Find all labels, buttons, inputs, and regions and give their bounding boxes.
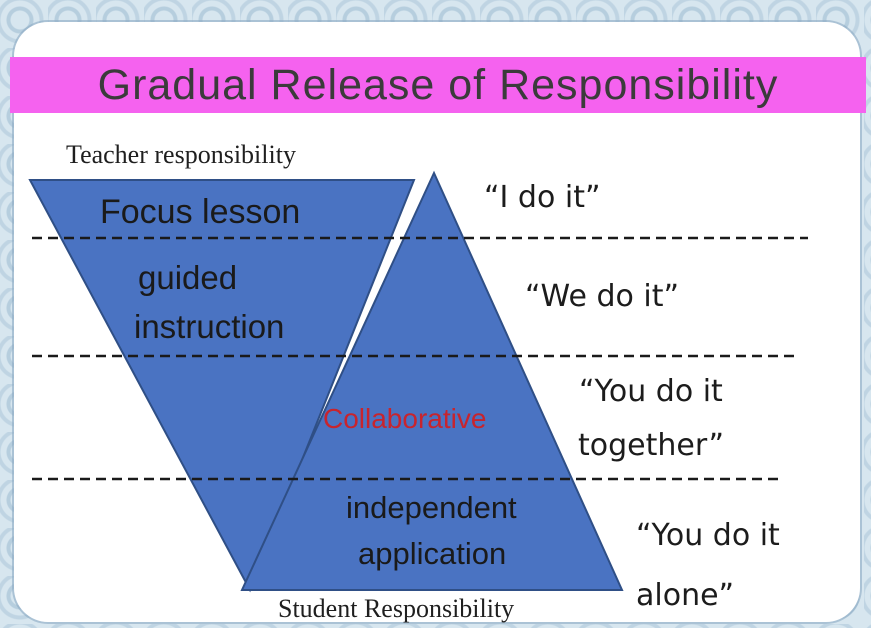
quote-you-together-line2: together”: [578, 428, 724, 463]
stage-independent-line2: application: [358, 536, 507, 571]
stage-guided-line2: instruction: [134, 308, 285, 345]
quote-i-do-it: “I do it”: [484, 180, 601, 215]
student-responsibility-triangle: [240, 170, 624, 591]
teacher-responsibility-label: Teacher responsibility: [66, 140, 296, 169]
title-banner: Gradual Release of Responsibility: [10, 57, 866, 113]
stage-focus-lesson: Focus lesson: [100, 193, 301, 231]
quote-you-together-line1: “You do it: [579, 374, 723, 409]
student-responsibility-label: Student Responsibility: [278, 594, 515, 623]
teacher-responsibility-triangle: [28, 179, 416, 593]
quote-you-alone-line2: alone”: [636, 578, 735, 613]
page-title: Gradual Release of Responsibility: [97, 60, 779, 109]
stage-collaborative: Collaborative: [323, 403, 487, 434]
stage-independent-line1: independent: [346, 490, 517, 525]
quote-you-alone-line1: “You do it: [636, 518, 780, 553]
stage-guided-line1: guided: [138, 259, 238, 296]
quote-we-do-it: “We do it”: [525, 279, 680, 314]
